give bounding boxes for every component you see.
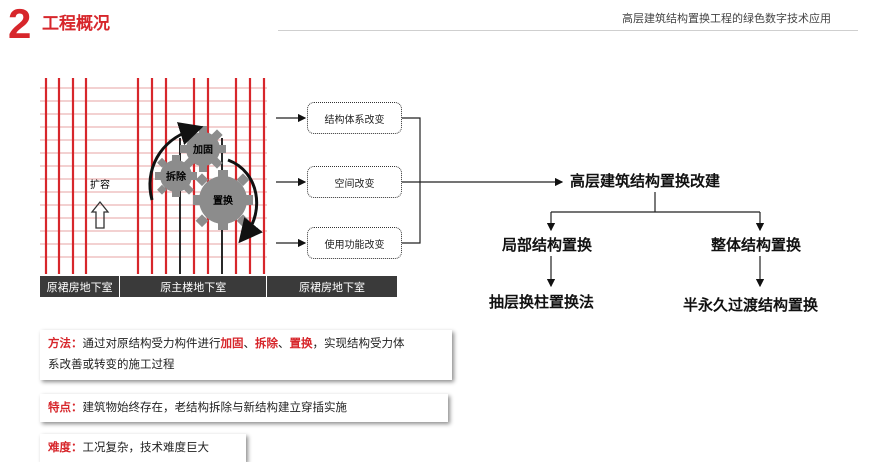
- note-feature-key: 特点：: [48, 400, 83, 414]
- note-difficulty-text: 工况复杂，技术难度巨大: [82, 440, 210, 454]
- floor-lines: [40, 87, 267, 258]
- basement-label-right: 原裙房地下室: [267, 276, 398, 297]
- note-method-sep-2: 、: [278, 336, 290, 350]
- gear-overlay: 加固 拆除 置换 扩容: [90, 122, 263, 244]
- note-method-text-2: ，实现结构受力体: [312, 336, 405, 350]
- rotation-arrow-right: [227, 158, 263, 244]
- note-feature-text: 建筑物始终存在，老结构拆除与新结构建立穿插实施: [82, 400, 348, 414]
- header-divider: [278, 30, 858, 31]
- gear-chaichu-icon: 拆除: [155, 155, 197, 197]
- rotation-arrow-left: [148, 122, 204, 201]
- note-method-hl-2: 拆除: [255, 336, 278, 350]
- basement-label-center: 原主楼地下室: [120, 276, 268, 297]
- note-method-hl-1: 加固: [220, 336, 244, 350]
- note-method-sep-1: 、: [243, 336, 256, 350]
- method-whole: 半永久过渡结构置换: [683, 296, 819, 314]
- method-local: 抽层换柱置换法: [489, 293, 595, 311]
- note-method-text-3: 系改善或转变的施工过程: [48, 357, 175, 371]
- section-number: 2: [8, 0, 32, 47]
- basement-label-left: 原裙房地下室: [40, 276, 121, 297]
- note-method-key: 方法：: [48, 336, 83, 350]
- branch-whole-replacement: 整体结构置换: [711, 236, 802, 254]
- expand-label: 扩容: [90, 178, 110, 191]
- gear-label-zhihuan: 置换: [213, 194, 234, 207]
- branch-local-replacement: 局部结构置换: [502, 236, 593, 254]
- presentation-title: 高层建筑结构置换工程的绿色数字技术应用: [622, 12, 831, 25]
- change-box-structure: 结构体系改变: [307, 102, 402, 134]
- gear-label-chaichu: 拆除: [166, 170, 187, 183]
- gear-label-jiagu: 加固: [192, 143, 213, 156]
- basement-bar: 原裙房地下室 原主楼地下室 原裙房地下室: [40, 276, 398, 297]
- note-method: 方法：通过对原结构受力构件进行加固、拆除、置换，实现结构受力体 系改善或转变的施…: [40, 330, 452, 380]
- note-difficulty: 难度：工况复杂，技术难度巨大: [40, 434, 246, 462]
- section-title: 工程概况: [42, 14, 110, 34]
- note-difficulty-key: 难度：: [48, 440, 83, 454]
- note-feature: 特点：建筑物始终存在，老结构拆除与新结构建立穿插实施: [40, 394, 448, 422]
- up-arrow-icon: [90, 200, 110, 229]
- building-diagram: [40, 78, 267, 274]
- main-topic: 高层建筑结构置换改建: [570, 172, 721, 190]
- note-method-text-1: 通过对原结构受力构件进行: [82, 336, 221, 350]
- change-box-function: 使用功能改变: [307, 227, 402, 259]
- change-box-space: 空间改变: [307, 166, 402, 198]
- note-method-hl-3: 置换: [289, 336, 313, 350]
